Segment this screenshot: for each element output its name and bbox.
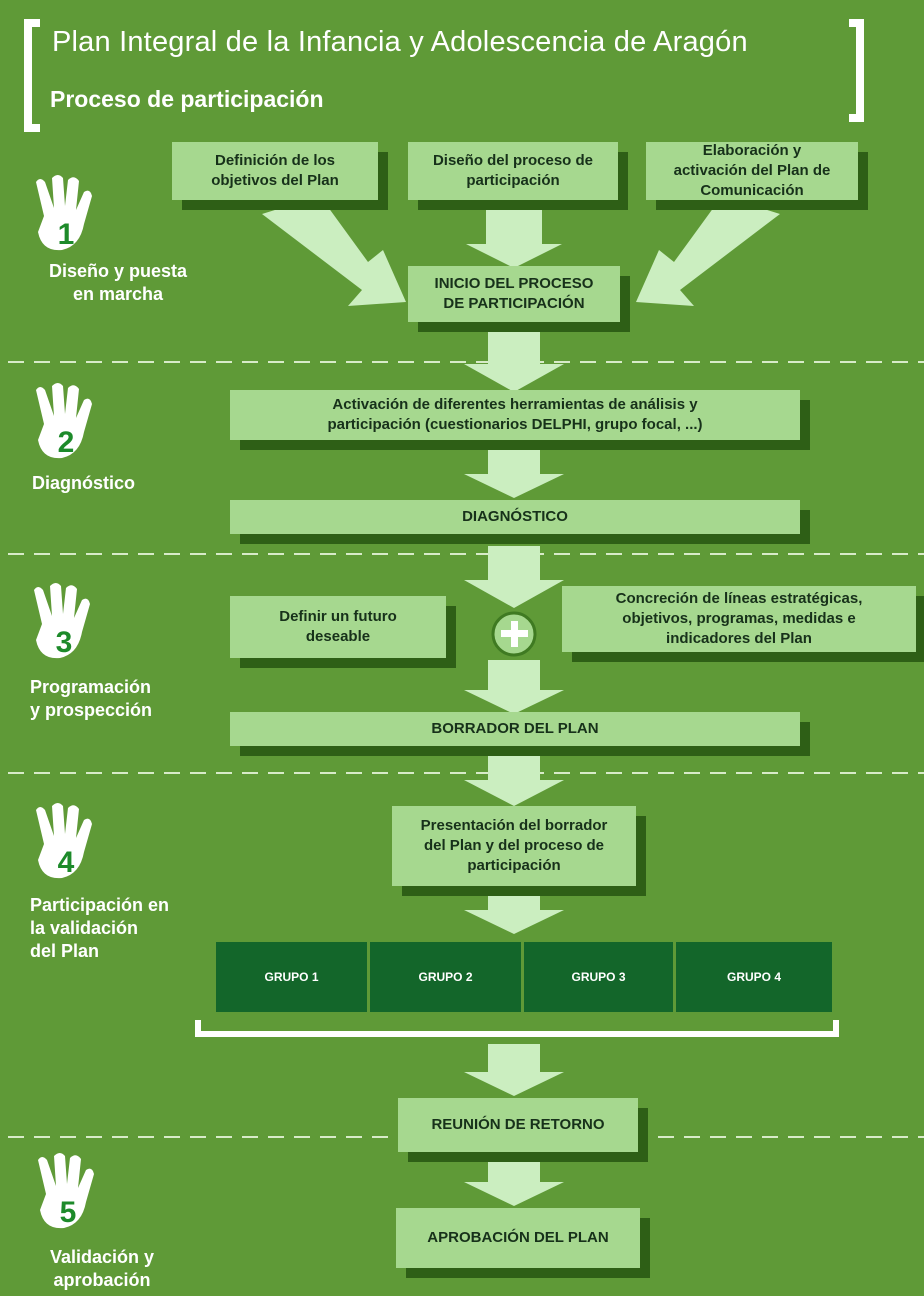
arrow-herramientas-to-diagnostico <box>464 442 564 498</box>
page-title: Plan Integral de la Infancia y Adolescen… <box>52 26 748 58</box>
arrow-diagnostico-to-plus <box>464 546 564 608</box>
phase-label-4: Participación en la validación del Plan <box>30 895 170 961</box>
hand-icon-2: 2 <box>36 383 92 459</box>
arrow-inicio-to-herramientas <box>464 320 564 392</box>
group-box-1: GRUPO 1 <box>216 942 370 1012</box>
arrow-diagonal-left <box>262 196 406 306</box>
hand-icon-5: 5 <box>38 1153 94 1229</box>
arrow-borrador-to-presentacion <box>464 748 564 806</box>
phase-number-4: 4 <box>58 846 75 879</box>
phase-number-5: 5 <box>60 1196 77 1229</box>
phase-number-2: 2 <box>58 426 75 459</box>
group-box-3: GRUPO 3 <box>524 942 676 1012</box>
hand-icon-4: 4 <box>36 803 92 879</box>
box-aprobacion: APROBACIÓN DEL PLAN <box>396 1208 640 1268</box>
arrow-to-aprobacion <box>464 1148 564 1206</box>
arrow-plus-to-borrador <box>464 660 564 714</box>
phase-label-5: Validación y aprobación <box>49 1247 155 1290</box>
page-subtitle: Proceso de participación <box>50 86 324 112</box>
phase-label-1: Diseño y puesta en marcha <box>48 261 188 304</box>
phase-label-2: Diagnóstico <box>32 473 136 493</box>
phase-number-3: 3 <box>56 626 73 659</box>
title-bracket-left <box>24 19 40 132</box>
arrow-to-retorno <box>464 1044 564 1096</box>
groups-bracket <box>195 1020 839 1037</box>
phase-label-3: Programación y prospección <box>30 677 153 720</box>
hand-icon-3: 3 <box>34 583 90 659</box>
group-box-2: GRUPO 2 <box>370 942 524 1012</box>
plus-icon <box>491 611 537 657</box>
box-retorno: REUNIÓN DE RETORNO <box>398 1098 638 1152</box>
phase-number-1: 1 <box>58 218 75 251</box>
box-borrador: BORRADOR DEL PLAN <box>230 712 800 746</box>
group-box-4: GRUPO 4 <box>676 942 832 1012</box>
arrow-presentacion-to-grupos <box>464 880 564 934</box>
box-diagnostico: DIAGNÓSTICO <box>230 500 800 534</box>
arrow-diagonal-right <box>636 196 780 306</box>
title-bracket-right <box>849 19 864 122</box>
box-herramientas: Activación de diferentes herramientas de… <box>230 390 800 440</box>
box-concrecion: Concreción de líneas estratégicas,objeti… <box>562 586 916 652</box>
hand-icon-1: 1 <box>36 175 92 251</box>
arrow-center-top <box>466 198 562 268</box>
